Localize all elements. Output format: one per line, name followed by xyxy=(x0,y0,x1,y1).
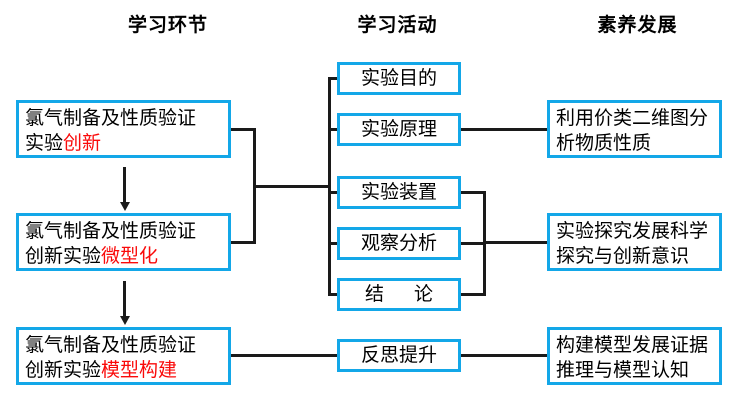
stage-box-3-line1: 氯气制备及性质验证 xyxy=(25,335,197,356)
arrow-stage1-to-stage2-head xyxy=(120,202,130,211)
activity-box-1[interactable]: 实验目的 xyxy=(337,62,461,95)
activity-box-5-label: 结论 xyxy=(365,282,433,307)
stage-box-1-line2-black: 实验 xyxy=(25,133,64,154)
connector-stage1-to-trunk xyxy=(231,128,256,131)
connector-activity-fan-vertical xyxy=(328,77,331,295)
connector-activity5-to-merge xyxy=(460,293,485,296)
connector-fan-to-activity-5 xyxy=(328,293,340,296)
stage-box-1[interactable]: 氯气制备及性质验证 实验创新 xyxy=(16,100,231,158)
activity-box-3-label: 实验装置 xyxy=(360,182,437,203)
stage-box-2-line1: 氯气制备及性质验证 xyxy=(25,221,197,242)
connector-fan-to-activity-2 xyxy=(328,128,340,131)
connector-fan-to-activity-3 xyxy=(328,191,340,194)
literacy-box-2-line1: 实验探究发展科学 xyxy=(556,221,709,242)
activity-box-5-label-part1: 结 xyxy=(364,284,384,305)
connector-activity4-to-merge xyxy=(460,242,485,245)
activity-box-2-label: 实验原理 xyxy=(360,119,437,140)
stage-box-2-line2-black: 创新实验 xyxy=(25,246,102,267)
stage-box-2-highlight: 微型化 xyxy=(101,246,159,267)
stage-box-1-line1: 氯气制备及性质验证 xyxy=(25,108,197,129)
column-header-stage: 学习环节 xyxy=(127,15,208,36)
arrow-stage1-to-stage2-shaft xyxy=(123,167,126,203)
activity-box-5[interactable]: 结论 xyxy=(337,278,461,311)
stage-box-3-line2: 创新实验模型构建 xyxy=(25,358,228,383)
connector-fan-to-activity-4 xyxy=(328,242,340,245)
connector-stage-trunk-to-activity-bar xyxy=(253,185,329,188)
literacy-box-1[interactable]: 利用价类二维图分 析物质性质 xyxy=(547,100,722,158)
connector-activity2-to-literacy1 xyxy=(460,128,549,131)
stage-box-1-line2: 实验创新 xyxy=(25,131,228,156)
stage-box-3-line2-black: 创新实验 xyxy=(25,360,102,381)
literacy-box-2-line2: 探究与创新意识 xyxy=(556,246,690,267)
literacy-box-3[interactable]: 构建模型发展证据 推理与模型认知 xyxy=(547,327,722,385)
literacy-box-2[interactable]: 实验探究发展科学 探究与创新意识 xyxy=(547,213,722,271)
connector-fan-to-activity-1 xyxy=(328,77,340,80)
connector-stage3-to-activity6 xyxy=(231,354,339,357)
activity-box-4[interactable]: 观察分析 xyxy=(337,227,461,260)
stage-box-3-highlight: 模型构建 xyxy=(101,360,178,381)
activity-box-4-label: 观察分析 xyxy=(360,233,437,254)
connector-merge-to-literacy2 xyxy=(483,241,549,244)
literacy-box-3-line2: 推理与模型认知 xyxy=(556,360,690,381)
connector-stage2-to-trunk xyxy=(231,241,256,244)
connector-activity6-to-literacy3 xyxy=(460,354,549,357)
activity-box-6[interactable]: 反思提升 xyxy=(337,339,461,372)
stage-box-2-line2: 创新实验微型化 xyxy=(25,244,228,269)
connector-activity3-to-merge xyxy=(460,191,485,194)
stage-box-3[interactable]: 氯气制备及性质验证 创新实验模型构建 xyxy=(16,327,231,385)
literacy-box-1-line2: 析物质性质 xyxy=(556,133,652,154)
literacy-box-3-line1: 构建模型发展证据 xyxy=(556,335,709,356)
column-header-literacy: 素养发展 xyxy=(597,15,678,36)
stage-box-2[interactable]: 氯气制备及性质验证 创新实验微型化 xyxy=(16,213,231,271)
column-header-activity: 学习活动 xyxy=(357,15,438,36)
literacy-box-1-line1: 利用价类二维图分 xyxy=(556,108,709,129)
activity-box-6-label: 反思提升 xyxy=(360,345,437,366)
stage-box-1-highlight: 创新 xyxy=(63,133,102,154)
activity-box-1-label: 实验目的 xyxy=(360,68,437,89)
activity-box-2[interactable]: 实验原理 xyxy=(337,113,461,146)
activity-box-3[interactable]: 实验装置 xyxy=(337,176,461,209)
arrow-stage2-to-stage3-shaft xyxy=(123,281,126,317)
arrow-stage2-to-stage3-head xyxy=(120,316,130,325)
activity-box-5-label-part2: 论 xyxy=(414,284,434,305)
